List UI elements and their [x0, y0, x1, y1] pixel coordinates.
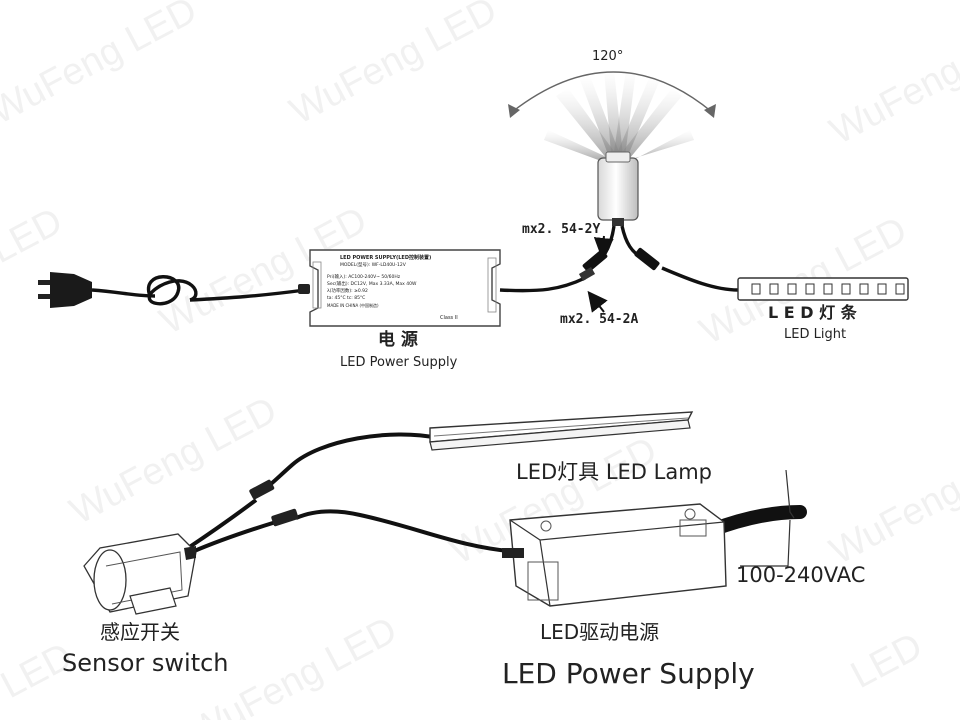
sensor-switch-en-label: Sensor switch [62, 649, 229, 677]
angle-label: 120° [592, 49, 624, 64]
led-strip-en-label: LED Light [784, 327, 847, 342]
mains-cable [705, 469, 807, 567]
sensor-switch-cn-label: 感应开关 [100, 620, 180, 644]
voltage-label: 100-240VAC [736, 563, 866, 587]
psu-plate-class: Class II [440, 315, 458, 321]
sensor-switch-device [83, 533, 197, 615]
connector-2y-label: mx2. 54-2Y [522, 222, 601, 237]
psu-plate-made-in: MADE IN CHINA (中国制造) [327, 303, 379, 308]
led-lamp-bar [429, 411, 694, 451]
psu-plate-pri: Pri(输入): AC100-240V~ 50/60Hz [327, 275, 401, 280]
psu-plate-title: LED POWER SUPPLY(LED控制装置) [340, 255, 432, 261]
power-supply-cn-label: 电 源 [378, 330, 418, 350]
psu-plate-model: MODEL(型号): WF-LD40U-12V [340, 263, 406, 268]
psu-plate-temps: ta: 45°C tc: 85°C [327, 296, 366, 301]
bottom-connectors [249, 479, 299, 527]
splitter-connectors [578, 247, 660, 281]
led-driver-box [502, 503, 727, 607]
led-driver-en-label: LED Power Supply [502, 657, 755, 690]
power-supply-box [309, 249, 501, 327]
led-strip-cn-label: L E D 灯 条 [768, 303, 857, 322]
psu-plate-sec: Sec(输出): DC12V, Max 3.33A, Max 40W [327, 282, 417, 287]
led-lamp-label: LED灯具 LED Lamp [516, 460, 712, 484]
sensor-module-top [597, 151, 639, 226]
connector-2a-label: mx2. 54-2A [560, 312, 639, 327]
psu-plate-pf: λ(功率因数): ≥0.92 [327, 289, 368, 294]
power-supply-en-label: LED Power Supply [340, 355, 458, 370]
led-strip [737, 277, 909, 301]
led-driver-cn-label: LED驱动电源 [540, 620, 660, 644]
connector-y-arrow [593, 235, 614, 258]
connector-a-arrow [587, 290, 608, 313]
sensor-light-beams [544, 70, 694, 165]
input-connector [298, 284, 310, 294]
ac-plug [38, 272, 92, 308]
bottom-cables [186, 432, 521, 554]
